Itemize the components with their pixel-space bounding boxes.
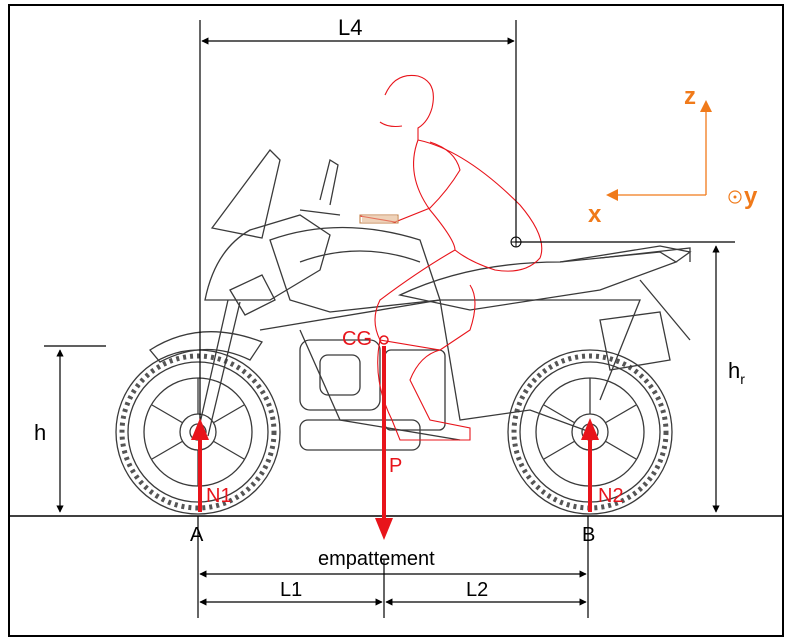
y-axis-label: y <box>744 183 758 210</box>
forces <box>191 335 599 540</box>
p-label: P <box>389 455 402 477</box>
z-axis-label: z <box>684 83 696 110</box>
n1-label: N1 <box>206 485 232 507</box>
p-weight-arrowhead <box>375 518 393 540</box>
motorcycle-drawing <box>115 149 692 515</box>
empattement-label: empattement <box>318 548 435 570</box>
coordinate-axes: z x y <box>588 83 758 228</box>
n2-reaction-arrowhead <box>581 418 599 440</box>
hr-label: hr <box>728 358 745 387</box>
n1-reaction-arrowhead <box>191 418 209 440</box>
frame-border <box>8 4 784 637</box>
y-axis-out-of-plane-icon <box>728 190 742 204</box>
n2-label: N2 <box>598 485 624 507</box>
x-axis-label: x <box>588 201 602 228</box>
rider-outline <box>359 74 543 441</box>
point-b-label: B <box>582 524 595 546</box>
l2-label: L2 <box>466 579 488 601</box>
l1-label: L1 <box>280 579 302 601</box>
dimensions <box>44 20 735 618</box>
point-a-label: A <box>190 524 204 546</box>
cg-label: CG <box>342 328 372 350</box>
cg-marker <box>379 335 389 345</box>
rider-hand-grip <box>362 216 398 222</box>
l4-label: L4 <box>338 15 362 40</box>
h-label: h <box>34 420 46 445</box>
